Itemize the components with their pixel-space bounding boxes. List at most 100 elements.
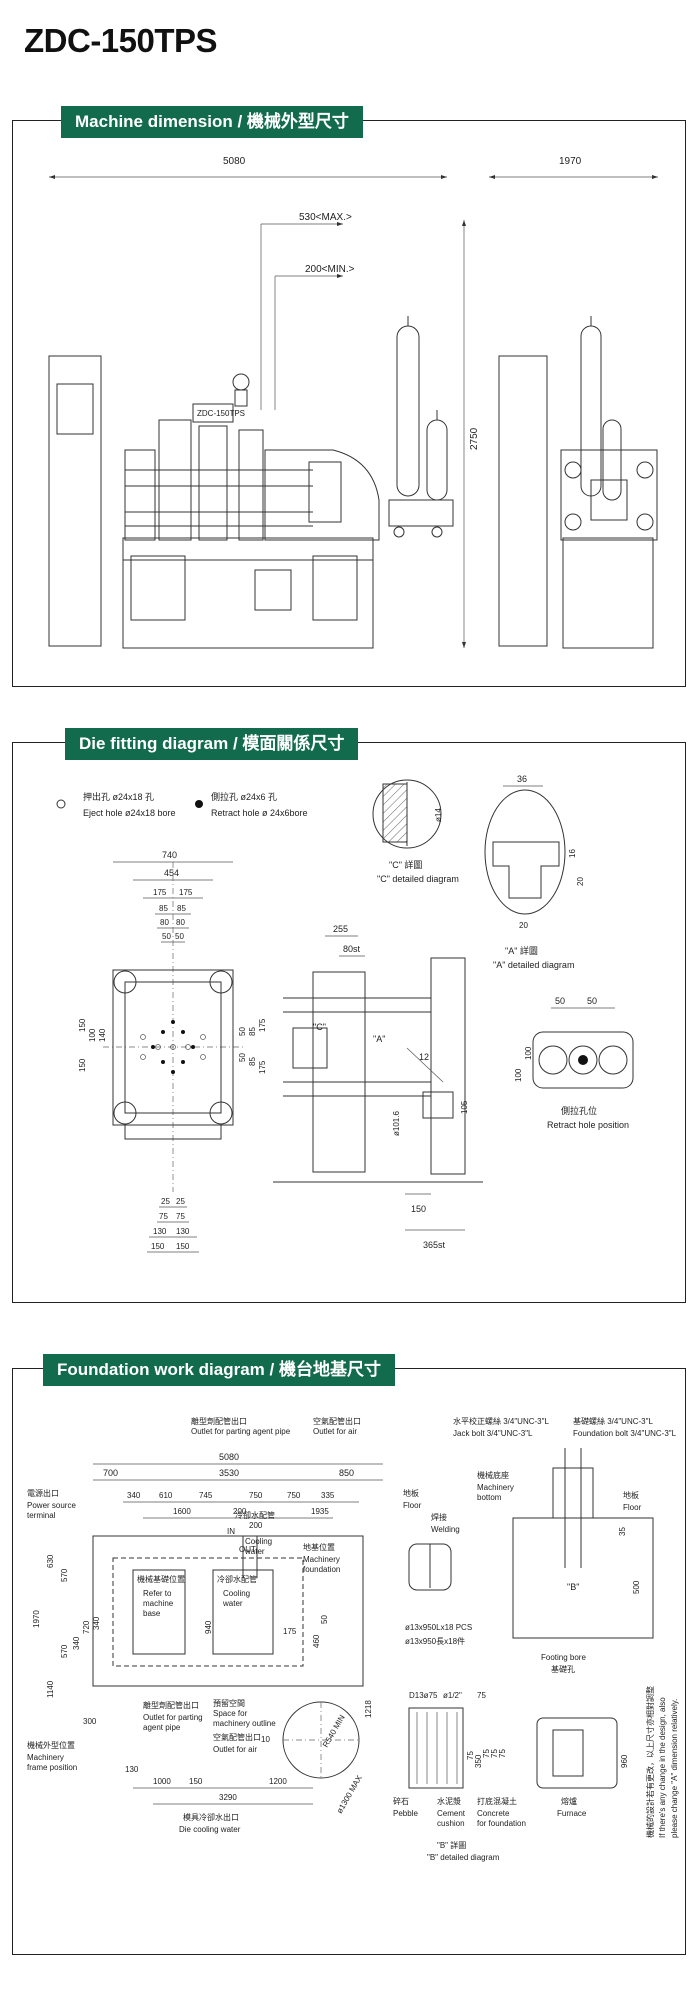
svg-text:Refer to: Refer to xyxy=(143,1589,172,1598)
dim-width: 1970 xyxy=(559,156,582,167)
platen-front-view: 740 454 175 175 85 85 80 80 50 50 xyxy=(78,850,267,1253)
svg-text:離型劑配管出口: 離型劑配管出口 xyxy=(143,1700,199,1710)
svg-text:75: 75 xyxy=(498,1749,507,1758)
svg-text:1218: 1218 xyxy=(364,1700,373,1718)
svg-text:D13ø75: D13ø75 xyxy=(409,1691,438,1700)
svg-text:50: 50 xyxy=(175,932,184,941)
svg-text:75: 75 xyxy=(466,1751,475,1760)
svg-text:610: 610 xyxy=(159,1491,173,1500)
svg-text:If there's any change in the d: If there's any change in the design, als… xyxy=(658,1697,667,1838)
c-detail: ø14 "C" 詳圖 "C" detailed diagram xyxy=(372,779,459,884)
svg-text:地板: 地板 xyxy=(623,1490,639,1500)
svg-text:175: 175 xyxy=(153,888,167,897)
svg-text:Floor: Floor xyxy=(623,1503,642,1512)
svg-text:75: 75 xyxy=(159,1212,168,1221)
a-detail: 36 16 20 20 "A" 詳圖 "A" detailed diagram xyxy=(484,774,585,970)
svg-text:850: 850 xyxy=(339,1468,354,1478)
svg-text:50: 50 xyxy=(587,996,597,1006)
retract-hole-cn: 側拉孔 ø24x6 孔 xyxy=(211,791,277,802)
svg-text:ø1300 MAX: ø1300 MAX xyxy=(335,1773,364,1815)
svg-text:50: 50 xyxy=(555,996,565,1006)
svg-text:打底混凝土: 打底混凝土 xyxy=(477,1796,517,1806)
svg-text:焊接: 焊接 xyxy=(431,1512,447,1522)
svg-text:50: 50 xyxy=(320,1615,329,1624)
svg-text:Machinery: Machinery xyxy=(477,1483,514,1492)
svg-text:"B" detailed diagram: "B" detailed diagram xyxy=(427,1853,500,1862)
svg-text:Power source: Power source xyxy=(27,1501,76,1510)
svg-text:terminal: terminal xyxy=(27,1511,56,1520)
svg-text:water: water xyxy=(222,1599,243,1608)
foundation-panel: Foundation work diagram / 機台地基尺寸 離型劑配管出口… xyxy=(12,1354,686,1955)
model-title: ZDC-150TPS xyxy=(24,22,218,59)
svg-text:150: 150 xyxy=(78,1018,87,1032)
svg-text:foundation: foundation xyxy=(303,1565,340,1574)
svg-text:100: 100 xyxy=(524,1046,533,1060)
svg-text:熔爐: 熔爐 xyxy=(561,1796,577,1806)
svg-text:80st: 80st xyxy=(343,944,361,954)
svg-text:please change "A" dimension re: please change "A" dimension relatively. xyxy=(670,1699,679,1838)
svg-text:50: 50 xyxy=(238,1053,247,1062)
svg-text:機械基礎位置: 機械基礎位置 xyxy=(137,1574,185,1584)
svg-text:335: 335 xyxy=(321,1491,335,1500)
svg-text:R540 MIN: R540 MIN xyxy=(321,1713,347,1749)
svg-text:frame position: frame position xyxy=(27,1763,77,1772)
svg-text:for foundation: for foundation xyxy=(477,1819,526,1828)
svg-text:machine: machine xyxy=(143,1599,174,1608)
svg-text:85: 85 xyxy=(248,1027,257,1036)
svg-text:空氣配管出口: 空氣配管出口 xyxy=(213,1732,261,1742)
svg-text:基礎孔: 基礎孔 xyxy=(551,1664,575,1674)
svg-text:模具冷卻水出口: 模具冷卻水出口 xyxy=(183,1812,239,1822)
svg-text:750: 750 xyxy=(287,1491,301,1500)
svg-text:OUT: OUT xyxy=(239,1545,256,1554)
svg-text:85: 85 xyxy=(159,904,168,913)
dim-height: 2750 xyxy=(469,427,480,450)
svg-text:500: 500 xyxy=(632,1580,641,1594)
svg-text:"A" detailed diagram: "A" detailed diagram xyxy=(493,960,574,970)
svg-text:Pebble: Pebble xyxy=(393,1809,418,1818)
svg-text:630: 630 xyxy=(46,1554,55,1568)
svg-text:175: 175 xyxy=(179,888,193,897)
svg-text:機械的設計若有更改，以上尺寸亦相對調整: 機械的設計若有更改，以上尺寸亦相對調整 xyxy=(645,1686,655,1838)
svg-text:冷卻水配管: 冷卻水配管 xyxy=(235,1510,275,1520)
svg-text:1000: 1000 xyxy=(153,1777,171,1786)
svg-text:85: 85 xyxy=(177,904,186,913)
svg-text:75: 75 xyxy=(490,1749,499,1758)
svg-text:Cooling: Cooling xyxy=(223,1589,250,1598)
svg-text:10: 10 xyxy=(261,1735,270,1744)
svg-text:5080: 5080 xyxy=(219,1452,239,1462)
svg-text:基礎螺絲 3/4"UNC-3"L: 基礎螺絲 3/4"UNC-3"L xyxy=(573,1416,653,1426)
retract-position: 50 50 100 100 側拉孔位 Retract hole position xyxy=(514,996,634,1130)
svg-text:cushion: cushion xyxy=(437,1819,465,1828)
svg-text:電源出口: 電源出口 xyxy=(27,1488,59,1498)
svg-text:720: 720 xyxy=(82,1620,91,1634)
svg-text:12: 12 xyxy=(419,1052,429,1062)
dim-stroke-max: 530<MAX.> xyxy=(299,212,352,223)
die-fitting-banner: Die fitting diagram / 模面關係尺寸 xyxy=(65,728,359,760)
svg-text:200: 200 xyxy=(233,1507,247,1516)
svg-text:50: 50 xyxy=(238,1027,247,1036)
svg-text:150: 150 xyxy=(411,1204,426,1214)
svg-text:ø101.6: ø101.6 xyxy=(392,1111,401,1136)
svg-text:75: 75 xyxy=(176,1212,185,1221)
svg-text:100: 100 xyxy=(514,1068,523,1082)
svg-text:machinery outline: machinery outline xyxy=(213,1719,276,1728)
svg-text:Welding: Welding xyxy=(431,1525,460,1534)
machine-dimension-banner: Machine dimension / 機械外型尺寸 xyxy=(61,106,363,138)
svg-text:200: 200 xyxy=(249,1521,263,1530)
svg-text:"B" 詳圖: "B" 詳圖 xyxy=(437,1840,466,1850)
eject-hole-en: Eject hole ø24x18 bore xyxy=(83,808,176,818)
svg-text:Foundation bolt 3/4"UNC-3"L: Foundation bolt 3/4"UNC-3"L xyxy=(573,1429,677,1438)
svg-text:750: 750 xyxy=(249,1491,263,1500)
svg-text:base: base xyxy=(143,1609,161,1618)
svg-text:冷卻水配管: 冷卻水配管 xyxy=(217,1574,257,1584)
svg-text:150: 150 xyxy=(78,1058,87,1072)
die-fitting-panel: Die fitting diagram / 模面關係尺寸 押出孔 ø24x18 … xyxy=(12,728,686,1303)
svg-text:175: 175 xyxy=(258,1018,267,1032)
svg-text:agent pipe: agent pipe xyxy=(143,1723,181,1732)
svg-text:85: 85 xyxy=(248,1057,257,1066)
svg-text:ø14: ø14 xyxy=(434,808,443,822)
dim-stroke-min: 200<MIN.> xyxy=(305,264,355,275)
svg-text:Concrete: Concrete xyxy=(477,1809,510,1818)
svg-text:"A": "A" xyxy=(373,1034,385,1044)
svg-text:300: 300 xyxy=(83,1717,97,1726)
